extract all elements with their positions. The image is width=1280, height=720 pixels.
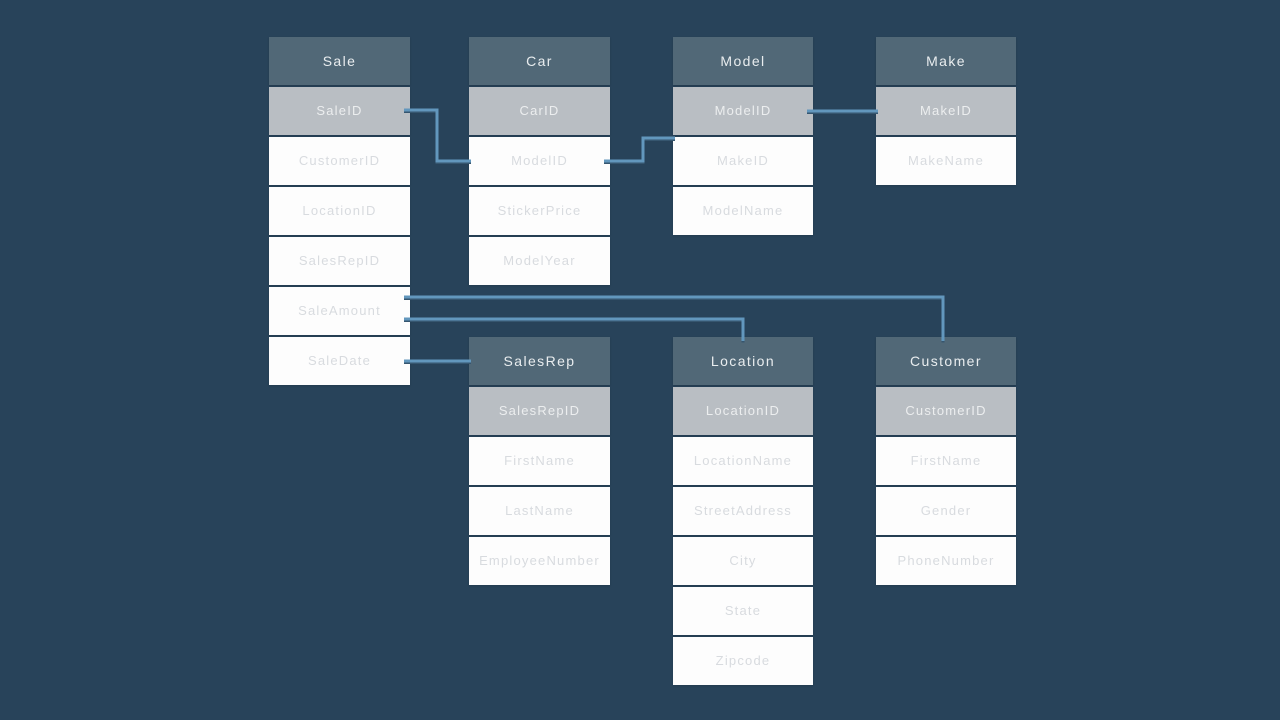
table-header-car: Car (469, 37, 610, 85)
row-salesrep-lastname: LastName (469, 487, 610, 535)
table-header-location: Location (673, 337, 813, 385)
connector-sale-saledate-to-salesrep (404, 359, 471, 364)
row-location-city: City (673, 537, 813, 585)
row-location-streetaddress: StreetAddress (673, 487, 813, 535)
row-sale-saleid: SaleID (269, 87, 410, 135)
row-salesrep-firstname: FirstName (469, 437, 610, 485)
row-sale-locationid: LocationID (269, 187, 410, 235)
row-sale-saledate: SaleDate (269, 337, 410, 385)
row-car-carid: CarID (469, 87, 610, 135)
connector-car-modelid-to-model (604, 136, 675, 164)
table-header-make: Make (876, 37, 1016, 85)
row-sale-customerid: CustomerID (269, 137, 410, 185)
row-location-locationid: LocationID (673, 387, 813, 435)
table-header-model: Model (673, 37, 813, 85)
row-customer-phonenumber: PhoneNumber (876, 537, 1016, 585)
row-location-state: State (673, 587, 813, 635)
row-model-modelid: ModelID (673, 87, 813, 135)
connector-sale-saleid-to-car-modelid (404, 108, 471, 164)
row-car-modelyear: ModelYear (469, 237, 610, 285)
row-car-stickerprice: StickerPrice (469, 187, 610, 235)
table-header-sale: Sale (269, 37, 410, 85)
row-make-makename: MakeName (876, 137, 1016, 185)
row-salesrep-salesrepid: SalesRepID (469, 387, 610, 435)
row-make-makeid: MakeID (876, 87, 1016, 135)
row-salesrep-employeenumber: EmployeeNumber (469, 537, 610, 585)
row-customer-gender: Gender (876, 487, 1016, 535)
row-sale-saleamount: SaleAmount (269, 287, 410, 335)
row-customer-customerid: CustomerID (876, 387, 1016, 435)
row-model-makeid: MakeID (673, 137, 813, 185)
table-header-customer: Customer (876, 337, 1016, 385)
row-location-locationname: LocationName (673, 437, 813, 485)
row-model-modelname: ModelName (673, 187, 813, 235)
connector-sale-to-customer (404, 295, 945, 343)
row-location-zipcode: Zipcode (673, 637, 813, 685)
row-sale-salesrepid: SalesRepID (269, 237, 410, 285)
connector-model-modelid-to-make-makeid (807, 109, 878, 114)
table-header-salesrep: SalesRep (469, 337, 610, 385)
row-customer-firstname: FirstName (876, 437, 1016, 485)
row-car-modelid: ModelID (469, 137, 610, 185)
